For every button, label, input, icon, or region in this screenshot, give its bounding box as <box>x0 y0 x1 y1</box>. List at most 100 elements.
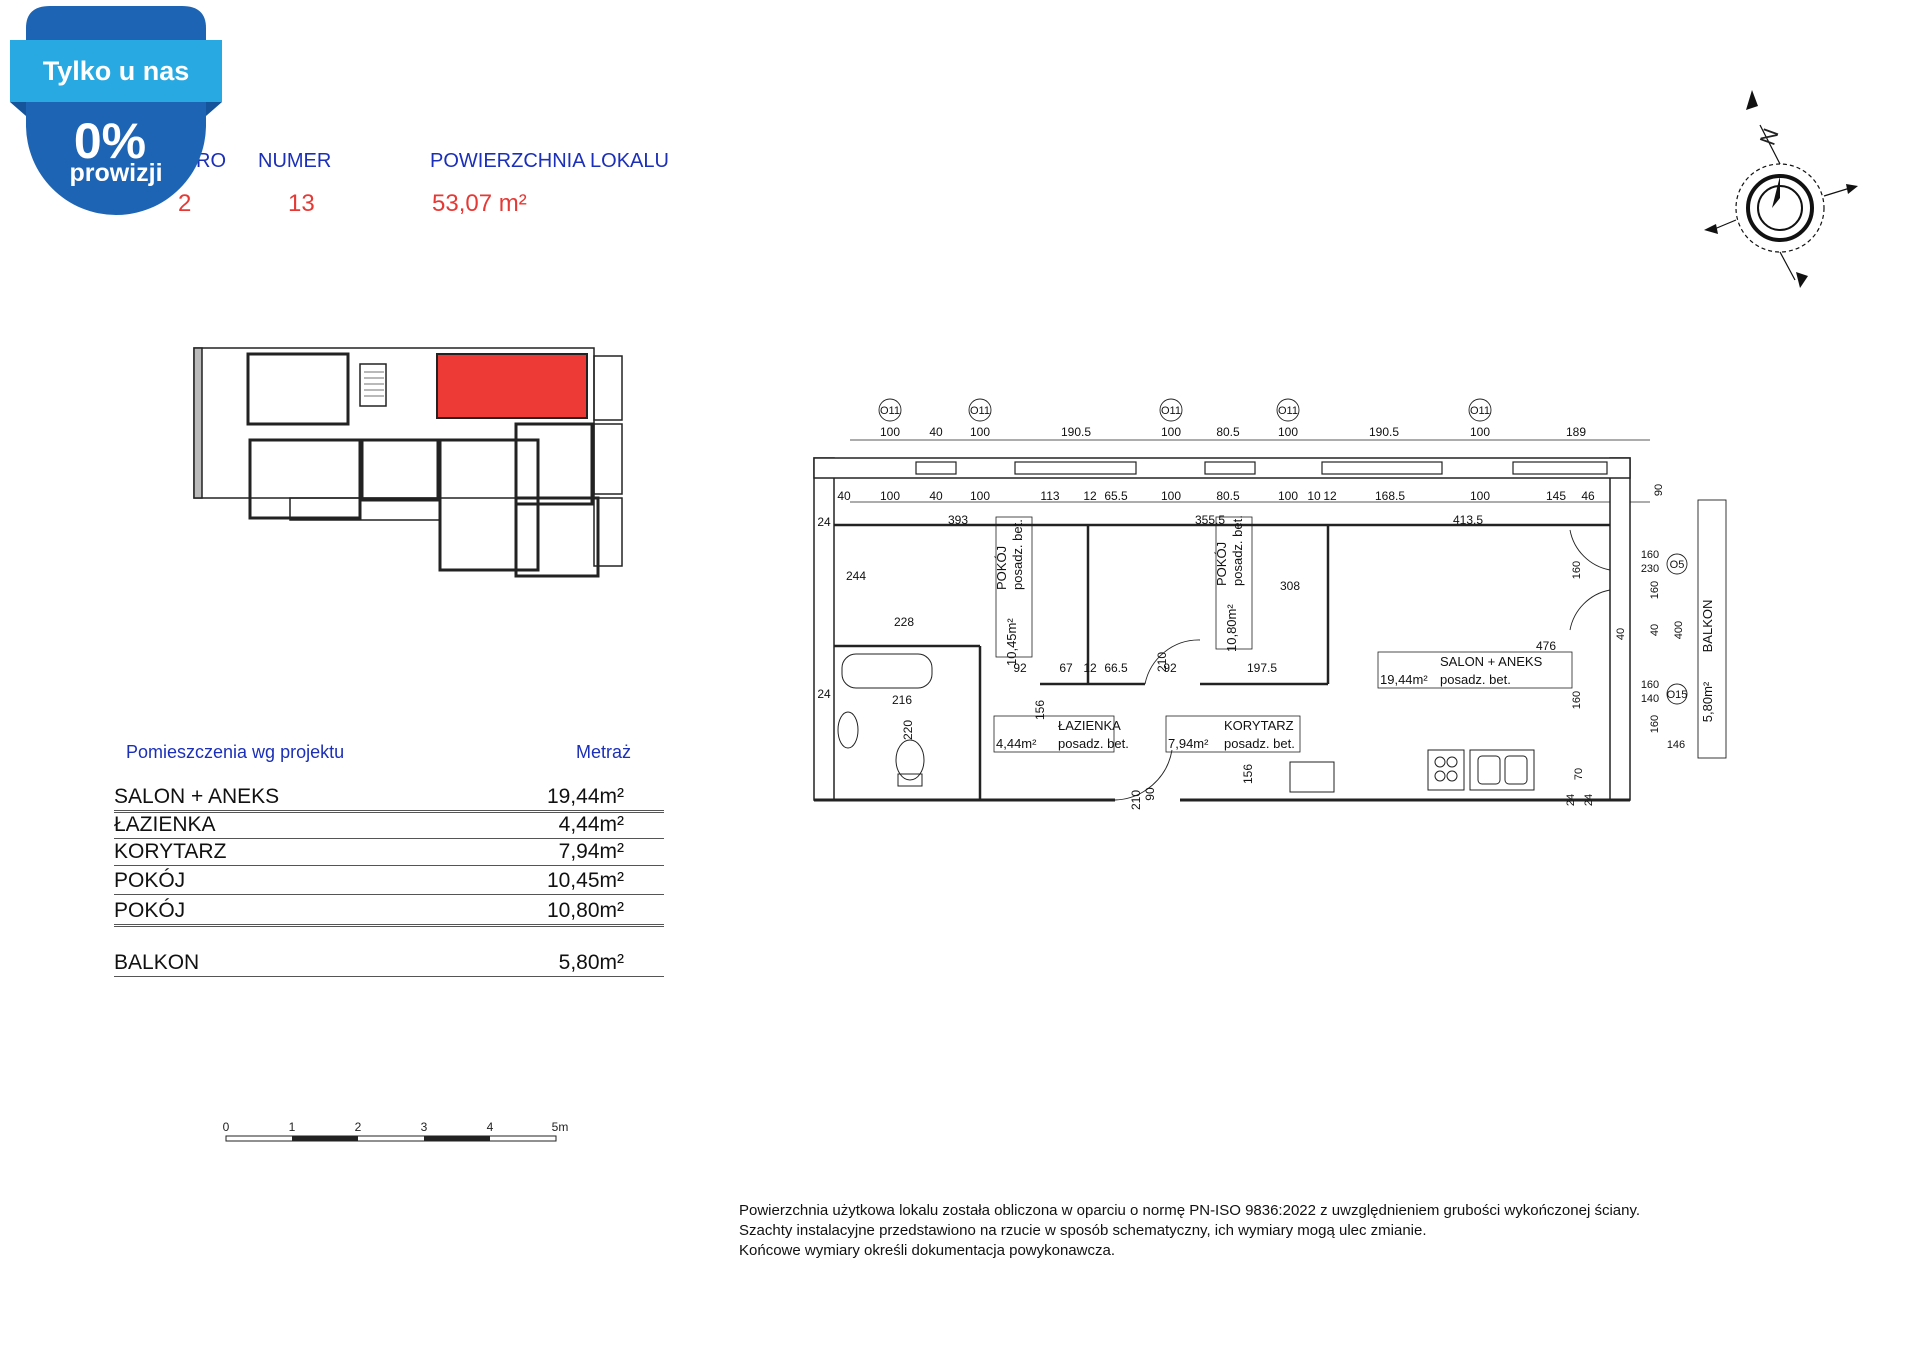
dimension-label: 146 <box>1667 739 1685 751</box>
room-name-label: ŁAZIENKA <box>1058 718 1121 733</box>
dimension-label: 67 <box>1059 661 1073 675</box>
scale-bar: 0 1 2 3 4 5m <box>223 1120 568 1142</box>
dimension-label: 90 <box>1143 787 1157 801</box>
dimension-label: 308 <box>1280 579 1300 593</box>
dimension-label: 160 <box>1641 679 1659 691</box>
dimension-label: 66.5 <box>1104 661 1128 675</box>
table-row: ŁAZIENKA 4,44m² <box>114 810 664 839</box>
dimension-label: 228 <box>894 615 914 629</box>
room-name-label: POKÓJ <box>1214 542 1229 586</box>
table-row: POKÓJ 10,80m² <box>114 896 664 927</box>
dimension-label: 197.5 <box>1247 661 1277 675</box>
room-area: 19,44m² <box>546 785 624 808</box>
dimension-label: 12 <box>1083 489 1097 503</box>
badge-top-text: Tylko u nas <box>43 56 190 86</box>
dimension-label: 100 <box>1470 489 1490 503</box>
dimension-label: 210 <box>1129 790 1143 810</box>
dimension-label: 210 <box>1155 652 1169 672</box>
selected-apartment-highlight <box>436 353 588 419</box>
number-value: 13 <box>288 190 315 217</box>
building-key-plan <box>193 347 623 578</box>
dimension-label: 160 <box>1571 691 1583 709</box>
rooms-table-title: Pomieszczenia wg projektu <box>126 742 345 762</box>
north-compass-icon: N <box>1704 90 1858 288</box>
dimension-label: 92 <box>1163 661 1177 675</box>
dimension-label: 12 <box>1323 489 1337 503</box>
dimension-label: 40 <box>1615 628 1627 640</box>
room-name: POKÓJ <box>114 869 186 892</box>
floor-value: 2 <box>178 190 192 217</box>
dimension-label: 80.5 <box>1216 489 1240 503</box>
promo-badge-graphic: Tylko u nas 0% prowizji <box>10 6 222 215</box>
room-area-label: 4,44m² <box>996 736 1037 751</box>
room-floor-label: posadz. bet. <box>1440 672 1511 687</box>
room-name: BALKON <box>114 951 200 974</box>
dimension-label: 230 <box>1641 563 1659 575</box>
scale-tick-label: 2 <box>355 1120 362 1134</box>
dimension-label: 355.5 <box>1195 513 1225 527</box>
number-label: NUMER <box>258 150 332 172</box>
scale-tick-label: 3 <box>421 1120 428 1134</box>
dimension-label: 168.5 <box>1375 489 1405 503</box>
room-area: 7,94m² <box>558 840 624 863</box>
dimension-label: 10 <box>1307 489 1321 503</box>
room-area: 4,44m² <box>558 813 624 836</box>
dimension-label: 156 <box>1033 700 1047 720</box>
dimension-label: 190.5 <box>1061 425 1091 439</box>
area-value: 53,07 m² <box>432 190 527 217</box>
floor-label: RO <box>196 150 226 172</box>
scale-tick-label: 4 <box>487 1120 494 1134</box>
dimension-label: 100 <box>970 425 990 439</box>
dimension-label: 70 <box>1573 768 1585 780</box>
dimension-label: 100 <box>1278 489 1298 503</box>
dimension-label: 92 <box>1013 661 1027 675</box>
balcony-area-label: 5,80m² <box>1700 681 1715 722</box>
dimension-label: 220 <box>901 720 915 740</box>
dimension-label: 12 <box>1083 661 1097 675</box>
note-line: Szachty instalacyjne przedstawiono na rz… <box>739 1222 1427 1239</box>
dimension-label: 100 <box>880 425 900 439</box>
room-name: POKÓJ <box>114 899 186 922</box>
dimension-label: 160 <box>1641 549 1659 561</box>
window-code: O11 <box>1470 405 1490 417</box>
dimension-label: 160 <box>1649 581 1661 599</box>
room-area-label: 10,45m² <box>1004 618 1019 666</box>
dimension-label: 24 <box>1583 794 1595 806</box>
window-code: O5 <box>1670 559 1685 571</box>
dimension-label: 156 <box>1241 764 1255 784</box>
dimension-label: 216 <box>892 693 912 707</box>
dimension-label: 90 <box>1653 484 1665 496</box>
rooms-table-metric-label: Metraż <box>576 742 632 762</box>
dimension-label: 100 <box>1161 425 1181 439</box>
window-code: O15 <box>1667 689 1688 701</box>
room-name: SALON + ANEKS <box>114 785 280 808</box>
dimension-label: 80.5 <box>1216 425 1240 439</box>
window-code: O11 <box>970 405 990 417</box>
dimension-label: 40 <box>929 489 943 503</box>
dimension-label: 24 <box>1565 794 1577 806</box>
dimension-label: 113 <box>1040 489 1059 503</box>
room-floor-label: posadz. bet. <box>1224 736 1295 751</box>
table-row: SALON + ANEKS 19,44m² <box>114 782 664 813</box>
dimension-label: 413.5 <box>1453 513 1483 527</box>
apartment-floor-plan: 100 40 100 190.5 100 80.5 100 190.5 100 … <box>813 398 1727 810</box>
balcony-name-label: BALKON <box>1700 600 1715 653</box>
room-floor-label: posadz. bet. <box>1230 515 1245 586</box>
scale-tick-label: 1 <box>289 1120 296 1134</box>
dimension-label: 65.5 <box>1104 489 1128 503</box>
promo-badge: Tylko u nas 0% prowizji <box>0 0 240 240</box>
window-code: O11 <box>1278 405 1298 417</box>
dimension-label: 400 <box>1673 621 1685 639</box>
dimension-label: 100 <box>970 489 990 503</box>
room-area: 10,80m² <box>546 899 624 922</box>
dimension-label: 100 <box>1470 425 1490 439</box>
dimension-label: 393 <box>948 513 968 527</box>
dimension-label: 244 <box>846 569 866 583</box>
room-area-label: 7,94m² <box>1168 736 1209 751</box>
badge-sub-text: prowizji <box>69 159 162 187</box>
badge-big-text: 0% <box>74 113 146 169</box>
dimension-label: 189 <box>1566 425 1586 439</box>
window-code: O11 <box>1161 405 1181 417</box>
room-area-label: 10,80m² <box>1224 604 1239 652</box>
compass-north-label: N <box>1755 125 1784 148</box>
